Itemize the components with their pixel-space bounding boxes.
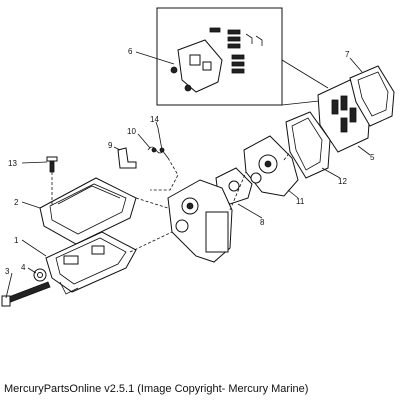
callout-5: 5: [370, 153, 375, 162]
part-9-link: [117, 147, 137, 169]
part-13-screw: [46, 156, 58, 173]
callout-14: 14: [150, 115, 159, 124]
callout-6: 6: [128, 47, 133, 56]
callout-12: 12: [338, 177, 347, 186]
part-2-cover: [39, 177, 137, 245]
callout-7: 7: [345, 50, 350, 59]
callout-11: 11: [296, 197, 305, 206]
part-14-linkage: [150, 127, 179, 191]
part-3-bolt: [1, 281, 51, 307]
leader-lines: [5, 51, 371, 299]
callout-8: 8: [260, 218, 265, 227]
part-12-gasket: [285, 111, 331, 179]
detail-inset-6: [156, 7, 329, 106]
image-caption: MercuryPartsOnline v2.5.1 (Image Copyrig…: [4, 383, 309, 395]
assembly-lines: [51, 151, 291, 253]
callout-10: 10: [127, 127, 136, 136]
carburetor-body: [167, 179, 233, 263]
part-4-washer: [33, 268, 47, 282]
callout-13: 13: [8, 159, 17, 168]
callout-9: 9: [108, 141, 113, 150]
callout-1: 1: [14, 236, 19, 245]
callout-3: 3: [5, 267, 10, 276]
callout-labels: 1 2 3 4 5 6 7 8 9 10 11 12 13 14: [5, 47, 375, 276]
callout-4: 4: [21, 263, 26, 272]
callout-2: 2: [14, 198, 19, 207]
exploded-parts-diagram: 1 2 3 4 5 6 7 8 9 10 11 12 13 14: [1, 7, 395, 307]
part-11-pump-body: [243, 135, 299, 197]
part-1-base: [45, 231, 137, 295]
part-7-gasket: [349, 65, 395, 127]
part-10-clip: [147, 146, 165, 154]
